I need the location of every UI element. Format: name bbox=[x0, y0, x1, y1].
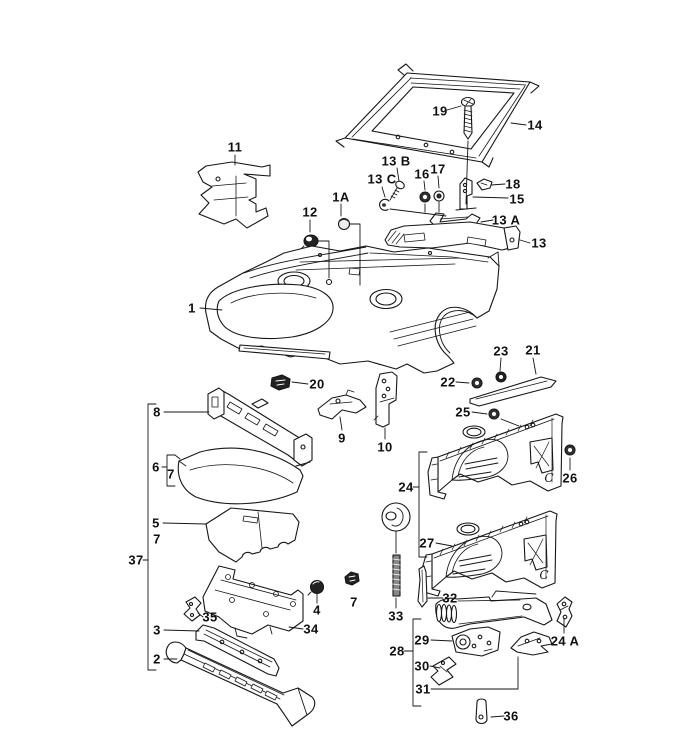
part-callout-16: 16 bbox=[414, 166, 430, 182]
part-callout-14: 14 bbox=[527, 117, 543, 133]
part-callout-21: 21 bbox=[525, 342, 541, 358]
wheel-housing-art bbox=[427, 413, 564, 500]
part-callout-23: 23 bbox=[493, 343, 509, 359]
part-callout-1A: 1A bbox=[332, 189, 350, 205]
bracket-10-art bbox=[373, 371, 398, 428]
panel-5-art bbox=[205, 507, 300, 563]
part-callout-7: 7 bbox=[350, 594, 358, 610]
bracket-9-art bbox=[317, 389, 367, 420]
part-callout-13B: 13 B bbox=[381, 153, 411, 169]
part-callout-11: 11 bbox=[227, 139, 243, 155]
part-callout-1: 1 bbox=[188, 300, 196, 316]
screw-19-art bbox=[460, 96, 476, 140]
strip-21-art bbox=[469, 376, 557, 407]
part-callout-5: 5 bbox=[152, 515, 160, 531]
part-callout-34: 34 bbox=[303, 621, 319, 637]
detail-mark-C: C bbox=[544, 471, 554, 485]
part-callout-36: 36 bbox=[503, 708, 519, 724]
fasteners-top-art bbox=[379, 178, 493, 211]
body-structure-art bbox=[204, 245, 500, 374]
part-callout-33: 33 bbox=[388, 608, 404, 624]
bracket-24a-art bbox=[556, 596, 573, 628]
part-callout-12: 12 bbox=[302, 204, 318, 220]
part-callout-30: 30 bbox=[414, 658, 430, 674]
bracket-11-art bbox=[197, 161, 271, 229]
part-callout-32: 32 bbox=[442, 590, 458, 606]
part-callout-6: 6 bbox=[152, 459, 160, 475]
bracket-29-art bbox=[451, 626, 501, 657]
crossmember-8-art bbox=[207, 387, 313, 467]
side-member-art bbox=[435, 590, 553, 629]
panel-34-art bbox=[202, 565, 304, 639]
part-callout-31: 31 bbox=[415, 681, 431, 697]
cap-1a-art bbox=[337, 217, 351, 231]
hook-33-art bbox=[381, 502, 411, 597]
part-callout-10: 10 bbox=[377, 439, 393, 455]
part-callout-18: 18 bbox=[505, 176, 521, 192]
part-callout-19: 19 bbox=[432, 103, 448, 119]
part-callout-27: 27 bbox=[419, 535, 435, 551]
part-callout-35: 35 bbox=[202, 609, 218, 625]
rail-3-art bbox=[195, 624, 280, 677]
part-callout-4: 4 bbox=[313, 602, 321, 618]
part-callout-9: 9 bbox=[338, 430, 346, 446]
part-callout-20: 20 bbox=[309, 376, 325, 392]
detail-mark-C: C bbox=[539, 568, 549, 582]
nuts-right-art bbox=[471, 371, 576, 456]
strip-32-art bbox=[417, 565, 428, 608]
part-callout-37: 37 bbox=[128, 552, 144, 568]
bracket-35-art bbox=[183, 596, 202, 622]
part-callout-13A: 13 A bbox=[491, 212, 521, 228]
panel-6-art bbox=[177, 447, 304, 505]
valance-2-art bbox=[165, 641, 316, 727]
part-callout-28: 28 bbox=[389, 643, 405, 659]
part-callout-13C: 13 C bbox=[367, 171, 397, 187]
part-callout-26: 26 bbox=[562, 470, 578, 486]
part-callout-3: 3 bbox=[153, 622, 161, 638]
part-callout-7: 7 bbox=[153, 531, 161, 547]
bracket-30-art bbox=[430, 656, 457, 686]
part-callout-24A: 24 A bbox=[550, 633, 580, 649]
part-callout-13: 13 bbox=[531, 235, 547, 251]
grommet-4-art bbox=[307, 579, 325, 596]
part-callout-15: 15 bbox=[509, 191, 525, 207]
plate-36-art bbox=[475, 698, 488, 725]
part-callout-2: 2 bbox=[153, 651, 161, 667]
clip-20-art bbox=[270, 374, 291, 391]
part-callout-7: 7 bbox=[167, 466, 175, 482]
part-callout-24: 24 bbox=[398, 479, 414, 495]
part-callout-17: 17 bbox=[430, 161, 446, 177]
part-callout-22: 22 bbox=[440, 374, 456, 390]
bracket-31-art bbox=[510, 631, 553, 656]
windshield-frame-art bbox=[335, 63, 540, 168]
clip-7-art bbox=[344, 571, 360, 586]
leader-lines bbox=[142, 105, 571, 718]
part-callout-8: 8 bbox=[153, 404, 161, 420]
part-callout-25: 25 bbox=[455, 404, 471, 420]
part-callout-29: 29 bbox=[414, 632, 430, 648]
cowl-13-art bbox=[384, 221, 521, 251]
